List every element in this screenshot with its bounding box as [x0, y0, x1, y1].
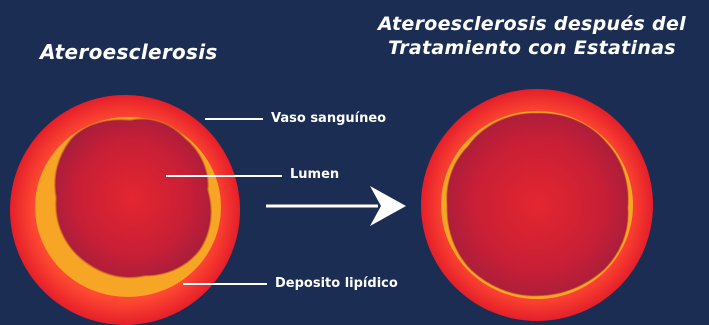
right-title-line-1: Ateroesclerosis después del	[378, 13, 686, 35]
left-title: Ateroesclerosis	[40, 40, 218, 64]
plaque-edge-right	[446, 112, 629, 297]
right-title-line-2: Tratamiento con Estatinas	[388, 37, 676, 59]
label-lipid-deposit: Deposito lipídico	[275, 276, 398, 291]
label-vessel: Vaso sanguíneo	[271, 111, 387, 126]
arrow-right-icon	[266, 186, 406, 226]
lumen-right	[446, 112, 629, 297]
lumen-left	[54, 118, 212, 278]
vessel-left	[10, 95, 240, 325]
label-lumen: Lumen	[290, 167, 340, 182]
vessel-right	[421, 89, 653, 321]
right-title: Ateroesclerosis después del Tratamiento …	[362, 12, 702, 60]
plaque-edge-left	[54, 118, 213, 279]
